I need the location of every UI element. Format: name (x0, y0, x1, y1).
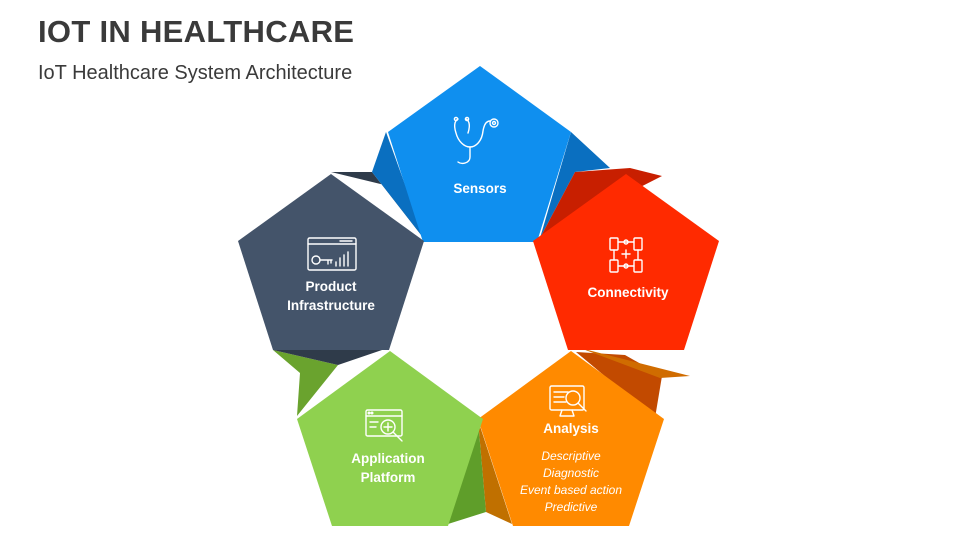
page-title: IOT IN HEALTHCARE (38, 14, 355, 49)
application-platform-label-line1: Application (351, 451, 425, 466)
analysis-detail-descriptive: Descriptive (541, 449, 601, 463)
node-connectivity: Connectivity (533, 174, 719, 350)
product-infrastructure-label-line1: Product (305, 279, 357, 294)
stethoscope-icon (453, 116, 499, 165)
screen-magnifier-icon (365, 409, 403, 442)
sensors-label: Sensors (453, 181, 506, 196)
connectivity-label: Connectivity (587, 285, 669, 300)
circuit-icon (609, 237, 643, 273)
sensors-pentagon (388, 66, 571, 242)
application-platform-label-line2: Platform (361, 470, 416, 485)
analysis-detail-event-based-action: Event based action (520, 483, 622, 497)
page-subtitle: IoT Healthcare System Architecture (38, 62, 353, 84)
analysis-detail-predictive: Predictive (545, 500, 598, 514)
product-infrastructure-label-line2: Infrastructure (287, 298, 375, 313)
node-product-infrastructure: Product Infrastructure (238, 174, 424, 350)
application-platform-pentagon (297, 351, 483, 526)
node-application-platform: Application Platform (297, 351, 483, 526)
monitor-magnifier-icon (549, 385, 587, 417)
analysis-detail-diagnostic: Diagnostic (543, 466, 599, 480)
analysis-label: Analysis (543, 421, 599, 436)
analysis-pentagon (478, 351, 664, 526)
connectivity-pentagon (533, 174, 719, 350)
browser-key-chart-icon (307, 237, 357, 271)
node-analysis: Analysis Descriptive Diagnostic Event ba… (478, 351, 664, 526)
node-sensors: Sensors (388, 66, 571, 242)
